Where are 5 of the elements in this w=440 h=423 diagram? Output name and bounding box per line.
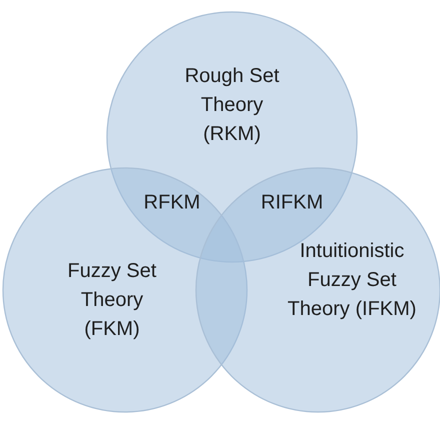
set-label: Intuitionistic Fuzzy Set Theory (IFKM) <box>286 239 418 322</box>
set-label: Rough Set Theory (RKM) <box>184 64 280 147</box>
intersection-label: RIFKM <box>260 192 324 214</box>
set-label: Fuzzy Set Theory (FKM) <box>66 259 158 342</box>
intersection-label: RFKM <box>144 192 200 214</box>
